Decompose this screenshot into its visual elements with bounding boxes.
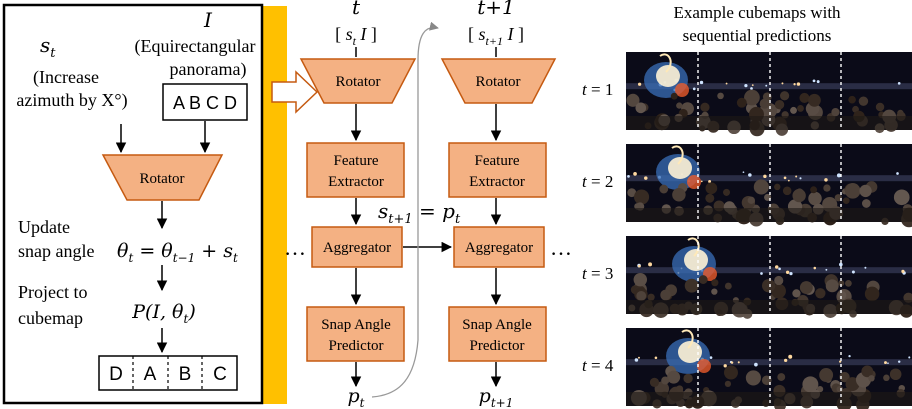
input-panorama-letters: A B C D (173, 93, 237, 113)
snap-update-equation: st+1 = pt (378, 199, 461, 227)
example-cubemap-image (626, 52, 912, 137)
theta-equation: θt = θt−1 + st (117, 240, 238, 265)
azimuth-symbol: st (40, 33, 56, 61)
snap-predictor-label-t1-line2: Predictor (470, 338, 525, 354)
example-row-label: t = 4 (582, 356, 614, 375)
feature-extractor-label-t1-line2: Extractor (469, 174, 525, 190)
projection-equation: P(I, θt) (131, 301, 195, 326)
feedback-curve (371, 21, 439, 398)
rotator-detail-label: Rotator (140, 171, 185, 187)
example-row-label: t = 3 (582, 264, 613, 283)
snap-predictor-block-t1 (448, 306, 547, 362)
ellipsis-right: … (550, 235, 572, 260)
time-t-input: [ st I ] (335, 24, 377, 48)
ellipsis-left: … (284, 235, 306, 260)
panorama-label-line1: (Equirectangular (135, 36, 256, 57)
callout-arrow (271, 70, 319, 114)
azimuth-label-line1: (Increase (33, 67, 99, 88)
aggregator-label-t: Aggregator (323, 240, 391, 256)
examples-title-line1: Example cubemaps with (673, 3, 841, 22)
aggregator-block-t1 (453, 226, 545, 268)
panorama-symbol: I (203, 8, 213, 32)
output-cell-letter: D (109, 364, 123, 385)
snap-predictor-label-t-line2: Predictor (329, 338, 384, 354)
panorama-label-line2: panorama) (170, 59, 247, 80)
update-label-line2: snap angle (18, 241, 94, 261)
output-cell-letter: C (213, 364, 227, 385)
azimuth-label-line2: azimuth by X°) (16, 90, 127, 111)
snap-predictor-block-t (306, 306, 405, 362)
callout-wedge (262, 6, 287, 404)
example-row-label: t = 1 (582, 80, 613, 99)
project-label-line1: Project to (18, 282, 88, 302)
rotator-detail-panel (2, 3, 264, 405)
snap-predictor-label-t-line1: Snap Angle (321, 317, 391, 333)
time-t1-input: [ st+1 I ] (468, 24, 524, 48)
example-cubemap-image (626, 144, 912, 228)
rotator-detail-block (101, 154, 224, 201)
rotator-label-t: Rotator (336, 74, 381, 90)
feature-extractor-block-t1 (448, 142, 547, 198)
aggregator-block-t (311, 226, 403, 268)
feature-extractor-label-t-line1: Feature (334, 153, 379, 169)
time-t-label: t (352, 0, 361, 19)
project-label-line2: cubemap (18, 308, 83, 328)
example-cubemap-image (626, 328, 912, 409)
output-cell-letter: B (179, 364, 192, 385)
output-cell-letter: A (144, 364, 157, 385)
feature-extractor-label-t1-line1: Feature (475, 153, 520, 169)
feature-extractor-label-t-line2: Extractor (328, 174, 384, 190)
rotator-block-t1 (440, 58, 557, 104)
time-t1-label: t+1 (477, 0, 515, 19)
rotator-label-t1: Rotator (476, 74, 521, 90)
rotator-block-t (299, 58, 417, 104)
aggregator-label-t1: Aggregator (465, 240, 533, 256)
prediction-t1: pt+1 (479, 385, 514, 409)
example-row-label: t = 2 (582, 172, 613, 191)
update-label-line1: Update (18, 217, 70, 237)
input-panorama-box (162, 83, 248, 121)
examples-title-line2: sequential predictions (683, 26, 832, 45)
example-cubemap-image (626, 236, 912, 319)
feature-extractor-block-t (306, 142, 405, 198)
snap-predictor-label-t1-line1: Snap Angle (462, 317, 532, 333)
prediction-t: pt (348, 385, 365, 409)
